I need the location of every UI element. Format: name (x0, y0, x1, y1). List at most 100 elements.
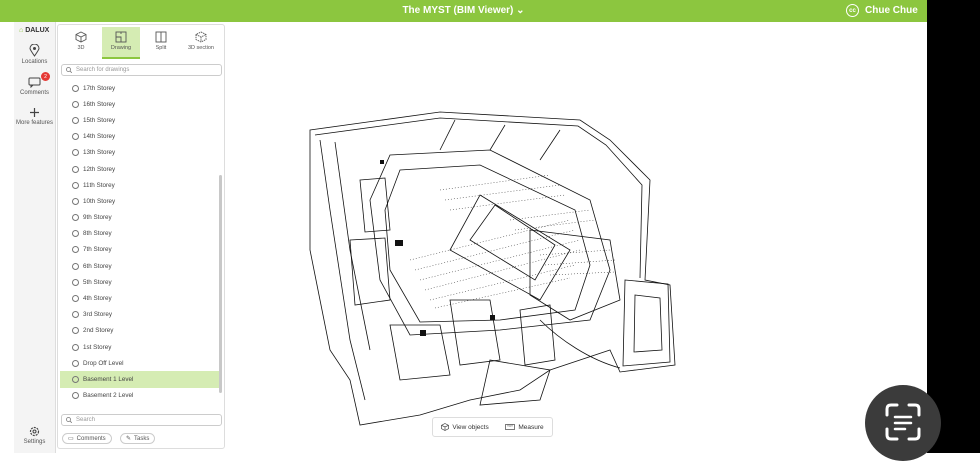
comment-icon: ▭ (68, 436, 74, 442)
level-item[interactable]: 1st Storey (60, 339, 220, 355)
avatar: cc (846, 4, 859, 17)
plus-icon (30, 108, 39, 117)
level-item[interactable]: Drop Off Level (60, 355, 220, 371)
level-item[interactable]: 12th Storey (60, 161, 220, 177)
pencil-icon: ✎ (126, 436, 132, 442)
layer-icon (72, 165, 79, 173)
level-label: 2nd Storey (83, 327, 114, 335)
level-item[interactable]: 17th Storey (60, 80, 220, 96)
user-menu[interactable]: cc Chue Chue (846, 4, 918, 17)
measure-label: Measure (518, 423, 544, 431)
level-item[interactable]: 15th Storey (60, 112, 220, 128)
tasks-chip[interactable]: ✎ Tasks (120, 433, 156, 444)
tab-3d-label: 3D (77, 45, 85, 51)
level-item[interactable]: 10th Storey (60, 193, 220, 209)
nav-settings-label: Settings (23, 439, 46, 445)
tab-3d-section[interactable]: 3D section (182, 27, 220, 57)
nav-more-features[interactable]: More features (14, 107, 55, 126)
split-icon (155, 31, 167, 43)
tab-drawing-label: Drawing (110, 45, 132, 51)
layer-icon (72, 246, 79, 254)
comments-badge: 2 (41, 72, 50, 81)
nav-more-label: More features (15, 120, 54, 126)
layer-icon (72, 197, 79, 205)
level-item[interactable]: 9th Storey (60, 210, 220, 226)
level-item[interactable]: 2nd Storey (60, 323, 220, 339)
layer-icon (72, 214, 79, 222)
view-objects-button[interactable]: View objects (441, 423, 489, 431)
cube-icon (75, 31, 87, 43)
tasks-chip-label: Tasks (134, 435, 150, 442)
level-label: Basement 2 Level (83, 392, 134, 400)
level-item[interactable]: 8th Storey (60, 226, 220, 242)
level-item[interactable]: 13th Storey (60, 145, 220, 161)
scan-button[interactable] (865, 385, 941, 461)
level-label: 17th Storey (83, 84, 116, 92)
nav-comments[interactable]: Comments (14, 77, 55, 96)
level-list-scrollbar[interactable] (219, 175, 222, 393)
tab-split[interactable]: Split (142, 27, 180, 57)
cube-icon (441, 423, 450, 431)
level-item[interactable]: 16th Storey (60, 96, 220, 112)
layer-icon (72, 84, 79, 92)
level-label: 7th Storey (83, 246, 112, 254)
app-title[interactable]: The MYST (BIM Viewer) ⌄ (0, 5, 927, 16)
view-objects-label: View objects (452, 423, 489, 431)
top-bar (0, 0, 927, 22)
level-item[interactable]: Basement 2 Level (60, 388, 220, 404)
level-label: 10th Storey (83, 197, 116, 205)
level-label: 13th Storey (83, 149, 116, 157)
layer-icon (72, 392, 79, 400)
level-item[interactable]: 14th Storey (60, 129, 220, 145)
scan-text-icon (885, 403, 921, 441)
comments-chip[interactable]: ▭ Comments (62, 433, 112, 444)
floor-plan-drawing[interactable] (290, 100, 690, 430)
nav-locations[interactable]: Locations (14, 44, 55, 65)
drawing-search-input[interactable]: Search for drawings (61, 64, 222, 76)
level-item[interactable]: 7th Storey (60, 242, 220, 258)
level-label: 9th Storey (83, 214, 112, 222)
footer-search-input[interactable]: Search (61, 414, 222, 426)
gear-icon (29, 426, 40, 437)
brand-name: DALUX (25, 27, 50, 34)
level-item[interactable]: 4th Storey (60, 290, 220, 306)
level-label: 4th Storey (83, 295, 112, 303)
tab-split-label: Split (155, 45, 167, 51)
layer-icon (72, 311, 79, 319)
layer-icon (72, 375, 79, 383)
level-label: 6th Storey (83, 262, 112, 270)
level-item[interactable]: 5th Storey (60, 274, 220, 290)
nav-locations-label: Locations (21, 59, 48, 65)
layer-icon (72, 262, 79, 270)
measure-button[interactable]: Measure (505, 423, 544, 431)
layer-icon (72, 327, 79, 335)
layer-icon (72, 100, 79, 108)
layer-icon (72, 278, 79, 286)
layer-icon (72, 181, 79, 189)
tab-3d[interactable]: 3D (62, 27, 100, 57)
layer-icon (72, 295, 79, 303)
level-item[interactable]: 11th Storey (60, 177, 220, 193)
level-label: 5th Storey (83, 278, 112, 286)
level-item[interactable]: Basement 1 Level (60, 371, 220, 388)
search-icon (66, 417, 72, 423)
layer-icon (72, 149, 79, 157)
device-side-bar (927, 0, 980, 453)
layer-icon (72, 343, 79, 351)
viewer-toolbar: View objects Measure (432, 417, 553, 437)
tab-3d-section-label: 3D section (188, 45, 214, 51)
level-label: Basement 1 Level (83, 375, 134, 383)
level-label: 14th Storey (83, 133, 116, 141)
tab-drawing[interactable]: Drawing (102, 27, 140, 59)
level-label: 12th Storey (83, 165, 116, 173)
level-item[interactable]: 3rd Storey (60, 307, 220, 323)
level-item[interactable]: 6th Storey (60, 258, 220, 274)
level-label: 11th Storey (83, 181, 115, 189)
nav-settings[interactable]: Settings (14, 426, 55, 445)
level-label: 8th Storey (83, 230, 112, 238)
level-label: Drop Off Level (83, 359, 124, 367)
left-nav: Locations Comments 2 More features Setti… (14, 22, 56, 453)
house-icon: ⌂ (19, 27, 24, 34)
brand-logo: ⌂ DALUX (19, 27, 49, 34)
